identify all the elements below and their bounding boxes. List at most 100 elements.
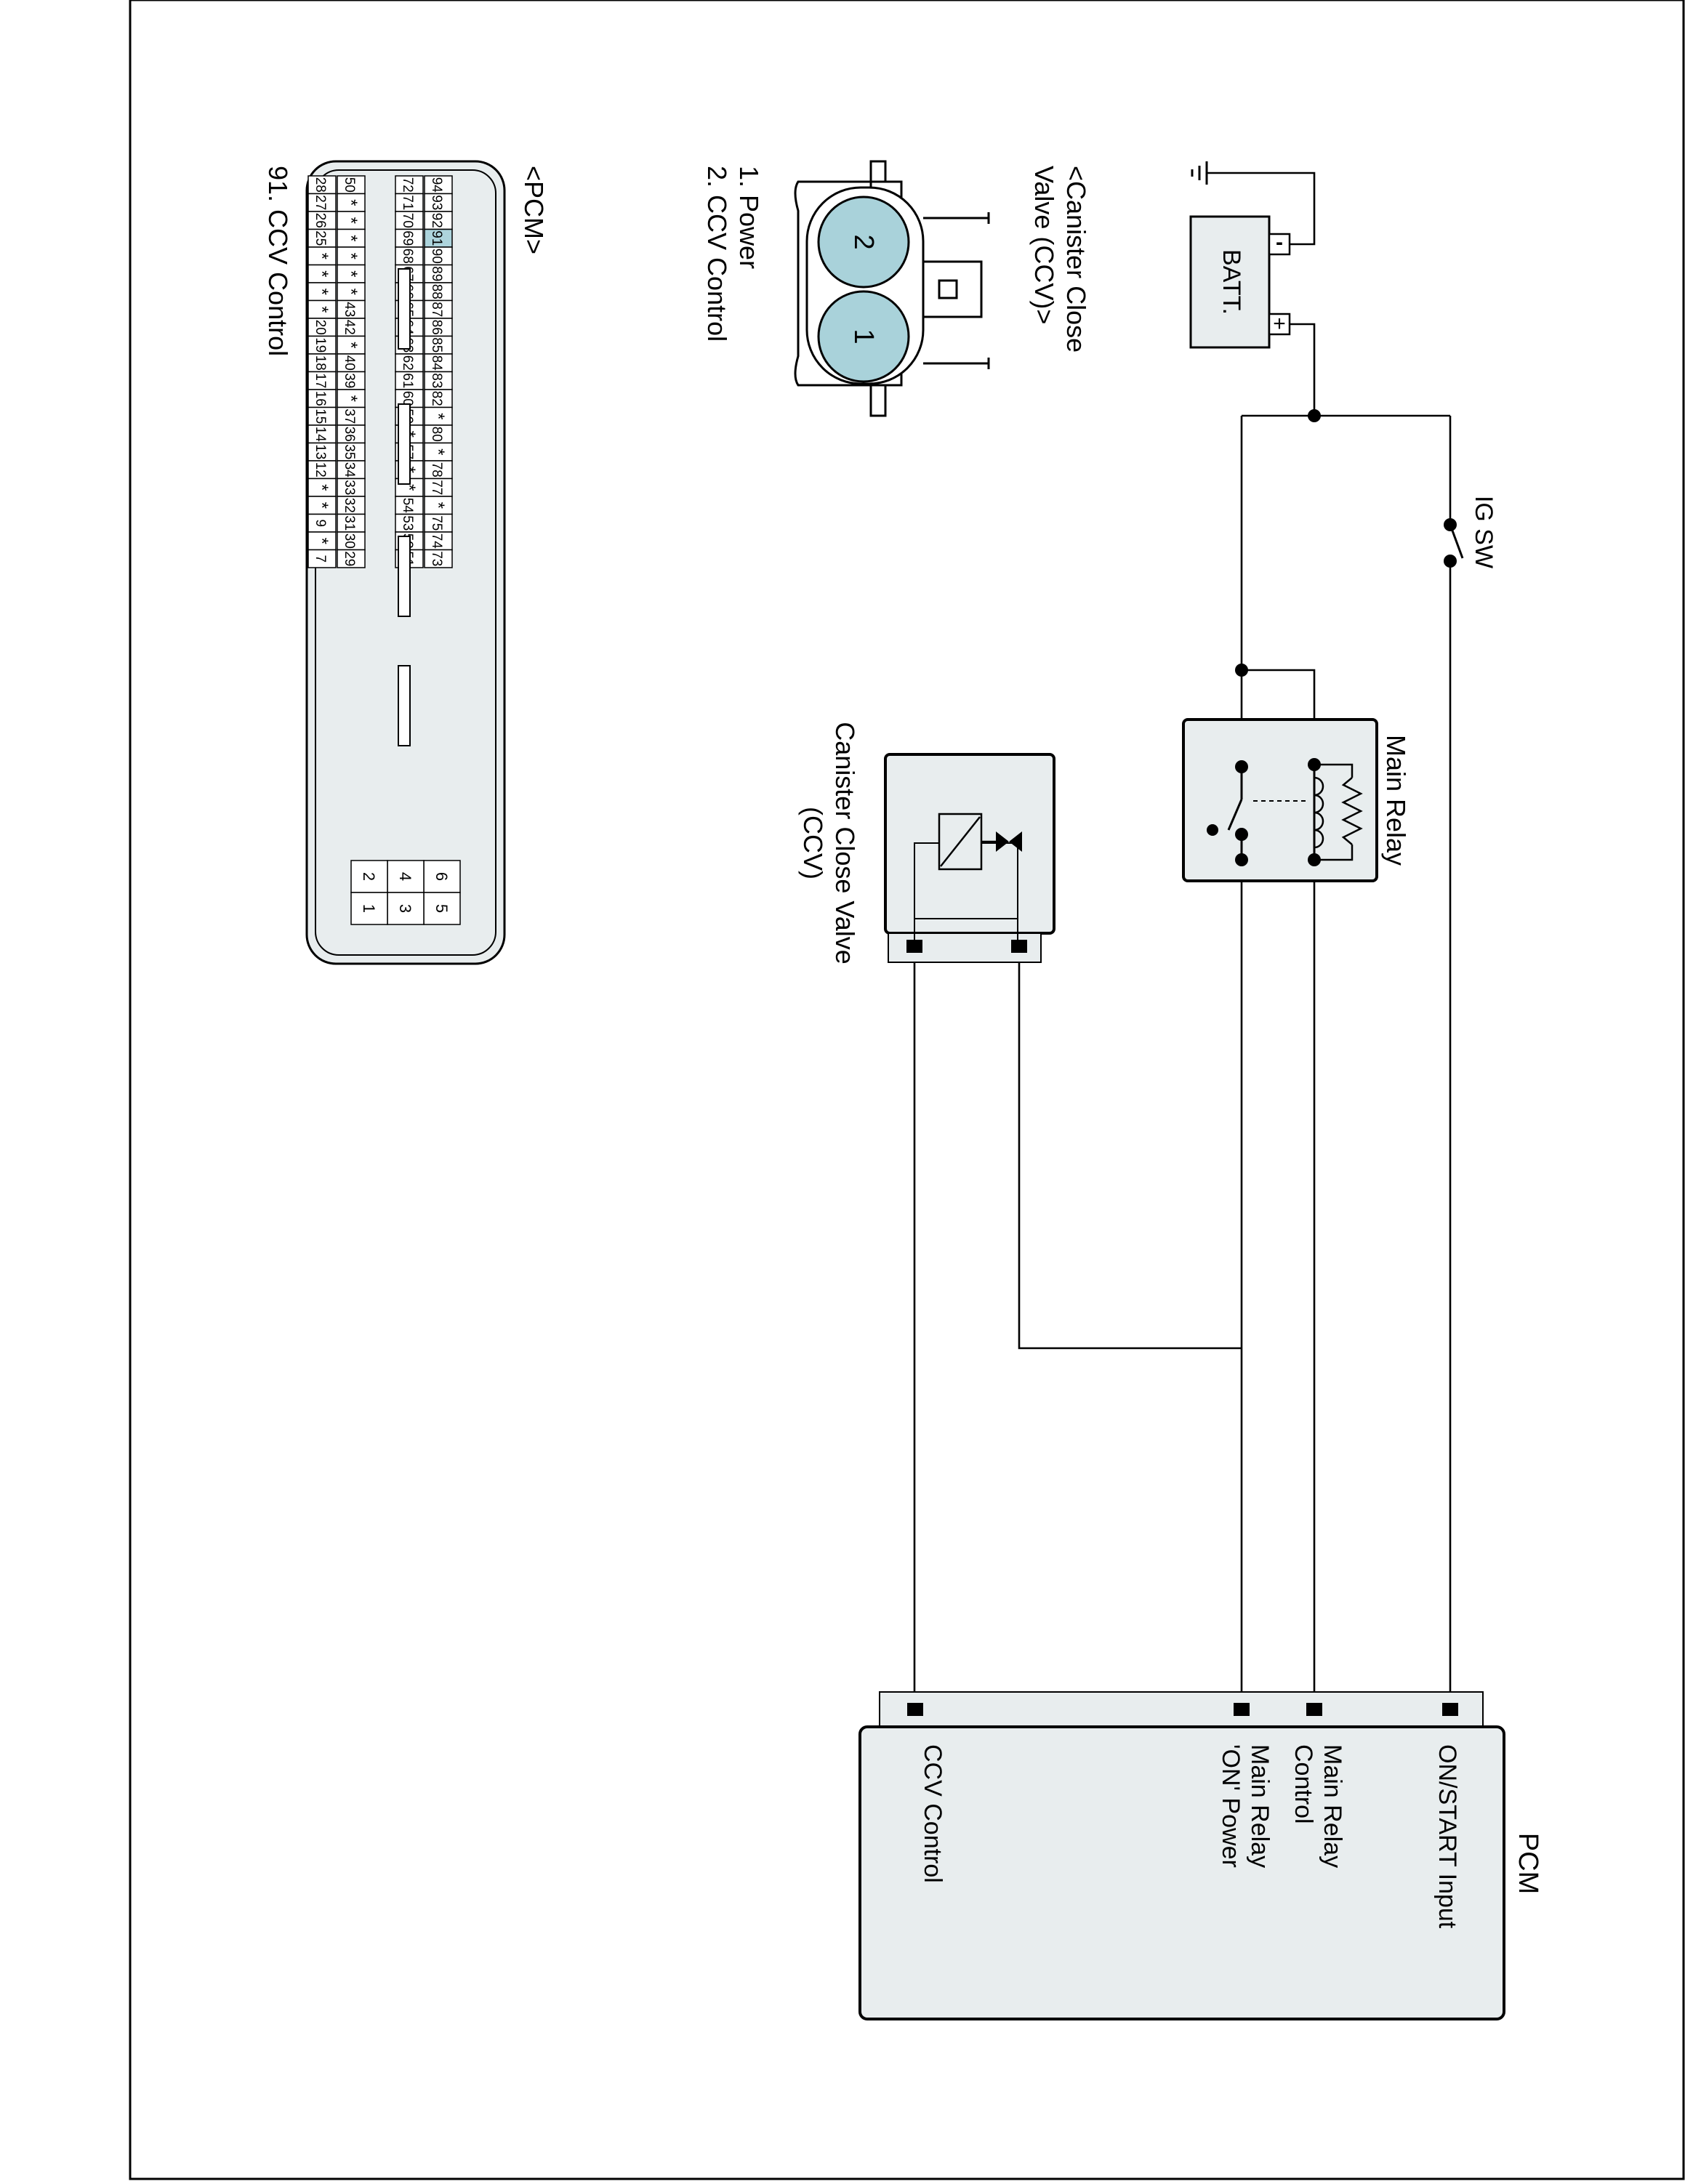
pcm-pin-label: 70	[400, 213, 415, 228]
pcm-pin-cell	[395, 193, 424, 212]
pcm-small-pin-label: 6	[433, 872, 451, 881]
pcm-pin-cell	[307, 424, 337, 444]
pcm-pin-cell	[424, 282, 453, 302]
pcm-pin-cell	[337, 335, 366, 355]
pcm-pin-cell	[424, 478, 453, 497]
pcm-pin-label: 53	[400, 515, 415, 531]
pcm-pin-label: 54	[400, 498, 415, 514]
pcm-pin-label: *	[312, 270, 331, 277]
page-frame	[129, 0, 1685, 2180]
pcm-pin-cell	[307, 353, 337, 373]
pcm-main-relay-on-power-2: 'ON' Power	[1217, 1744, 1244, 1868]
pcm-pin-label: 30	[342, 533, 357, 549]
ccv-connector-title-1: <Canister Close	[1061, 166, 1091, 352]
pcm-pin-label: 75	[429, 515, 444, 531]
pcm-pin-label: 19	[313, 337, 328, 352]
pcm-small-pin-cell	[350, 860, 388, 893]
pcm-pin-label: 42	[342, 320, 357, 335]
pcm-pin-label: *	[312, 484, 331, 491]
pcm-pin-label: *	[428, 502, 448, 509]
pcm-small-pin-label: 1	[360, 904, 378, 913]
pcm-pin-cell	[337, 318, 366, 337]
pcm-pin-cell	[395, 496, 424, 515]
pcm-pin-cell	[307, 389, 337, 408]
ccv-pin-2: 2	[848, 234, 879, 249]
pcm-pin-cell	[424, 211, 453, 230]
pcm-pin-label: 43	[342, 302, 357, 317]
pcm-pin-label: 73	[429, 551, 444, 566]
pcm-pin-cell	[307, 531, 337, 551]
pcm-pin-label: 77	[429, 480, 444, 495]
pcm-pin-cell	[395, 353, 424, 373]
pcm-pin-label: *	[312, 306, 331, 313]
pcm-pin-label: 26	[313, 213, 328, 228]
pcm-pin-cell	[337, 299, 366, 319]
pcm-pin-cell	[424, 549, 453, 568]
ccv-connector-view: <Canister Close Valve (CCV)> 2 1 1. Powe…	[702, 160, 1091, 417]
pcm-pin-label: 90	[429, 249, 444, 264]
pcm-pin-label: 9	[313, 519, 328, 527]
battery: - + BATT.	[1189, 215, 1291, 349]
pcm-pin-label: 36	[342, 427, 357, 442]
pcm-main-relay-control-2: Control	[1290, 1744, 1317, 1824]
battery-label: BATT.	[1218, 249, 1245, 315]
pcm-pin-label: *	[341, 217, 361, 224]
pcm-pin-label: 80	[429, 427, 444, 442]
pcm-pin-label: 7	[313, 555, 328, 563]
canister-close-valve: Canister Close Valve (CCV)	[798, 722, 1055, 964]
pcm-pin-label: 27	[313, 195, 328, 210]
pcm-pin-cell	[424, 389, 453, 408]
ground-symbol	[1191, 161, 1208, 185]
pcm-module: PCM ON/START Input Main Relay Control Ma…	[858, 1691, 1543, 2020]
pcm-pin-label: 78	[429, 462, 444, 478]
pcm-pin-label: *	[341, 235, 361, 241]
pcm-main-relay-control-1: Main Relay	[1319, 1744, 1346, 1868]
pcm-pin-label: 91	[429, 230, 444, 246]
pcm-pin-label: 69	[400, 230, 415, 246]
pcm-pin-label: *	[428, 413, 448, 419]
main-relay-label: Main Relay	[1381, 735, 1411, 866]
pcm-pin-label: 32	[342, 498, 357, 513]
pcm-pin-cell	[307, 371, 337, 390]
pcm-pin-label: *	[341, 199, 361, 206]
pcm-pin-cell	[424, 228, 453, 248]
pcm-pin-label: *	[312, 253, 331, 259]
ccv-connector-title-2: Valve (CCV)>	[1029, 166, 1059, 324]
pcm-pin-cell	[337, 264, 366, 283]
pcm-pin-cell	[337, 513, 366, 533]
pcm-pin-label: *	[399, 484, 419, 491]
pcm-pin-cell	[337, 211, 366, 230]
pcm-pin-label: 25	[313, 230, 328, 246]
ccv-label-line2: (CCV)	[798, 807, 828, 879]
battery-plus: +	[1273, 312, 1286, 336]
pcm-pin-cell	[307, 211, 337, 230]
pcm-pin-label: 92	[429, 213, 444, 228]
pcm-pin-label: 12	[313, 462, 328, 478]
pcm-pin-label: *	[312, 502, 331, 509]
ig-switch: IG SW	[1444, 496, 1497, 568]
pcm-pin-label: 88	[429, 284, 444, 299]
pcm-pin-label: 14	[313, 427, 328, 443]
pcm-small-pin-label: 2	[360, 872, 378, 881]
pcm-pin-label: *	[428, 448, 448, 455]
pcm-pin-cell	[395, 246, 424, 266]
pcm-pin-label: 60	[400, 391, 415, 406]
junction-dots	[1235, 409, 1321, 677]
pcm-main-relay-on-power-1: Main Relay	[1246, 1744, 1274, 1868]
pcm-pin-label: 84	[429, 355, 444, 371]
pcm-pin-cell	[307, 513, 337, 533]
pcm-small-pin-cell	[387, 892, 425, 925]
pcm-pin-cell	[424, 193, 453, 212]
pcm-pin-cell	[337, 460, 366, 480]
pcm-pin-cell	[307, 193, 337, 212]
pcm-pin-label: 83	[429, 373, 444, 388]
pcm-pin-cell	[337, 246, 366, 266]
pcm-title: PCM	[1513, 1833, 1543, 1894]
ccv-legend-1: 1. Power	[734, 166, 764, 269]
pcm-pin-cell	[307, 406, 337, 426]
pcm-pin-label: 28	[313, 177, 328, 193]
pcm-pin-label: 16	[313, 391, 328, 406]
wires	[913, 172, 1452, 1709]
pcm-on-start-input: ON/START Input	[1433, 1744, 1461, 1929]
